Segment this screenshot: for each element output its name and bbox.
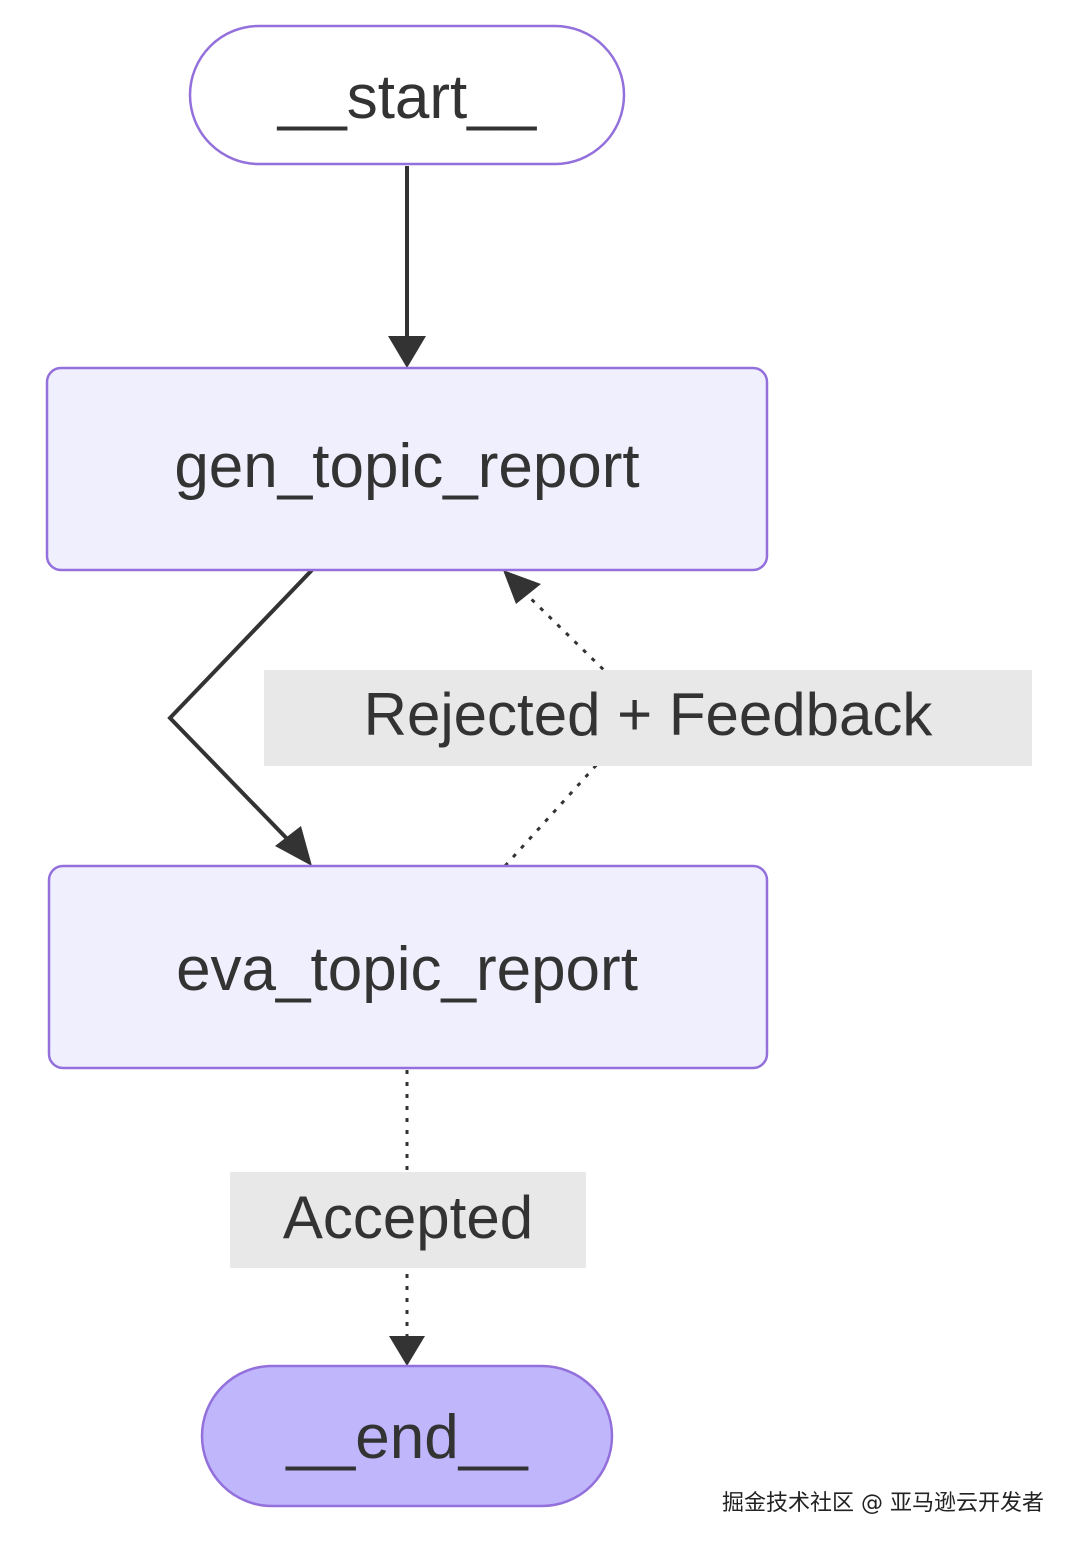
arrowhead-icon	[388, 336, 426, 368]
watermark: 掘金技术社区 @ 亚马逊云开发者	[722, 1491, 1044, 1516]
node-end[interactable]: __end__	[200, 1364, 614, 1508]
edge-label-rejected-text: Rejected + Feedback	[364, 681, 934, 748]
edge-label-rejected: Rejected + Feedback	[264, 670, 1032, 766]
node-end-label: __end__	[285, 1403, 529, 1472]
edge-start-to-gen	[388, 166, 426, 368]
arrowhead-icon	[503, 570, 541, 604]
node-gen-label: gen_topic_report	[174, 432, 639, 501]
node-eva-label: eva_topic_report	[176, 935, 638, 1004]
edge-label-accepted: Accepted	[230, 1172, 586, 1268]
node-start-label: __start__	[277, 63, 538, 132]
arrowhead-icon	[389, 1336, 425, 1366]
arrowhead-icon	[275, 826, 312, 866]
edge-gen-to-eva	[167, 568, 314, 866]
node-eva-topic-report[interactable]: eva_topic_report	[47, 864, 769, 1070]
edge-label-accepted-text: Accepted	[283, 1184, 533, 1251]
node-gen-topic-report[interactable]: gen_topic_report	[45, 366, 769, 572]
node-start[interactable]: __start__	[188, 24, 626, 166]
